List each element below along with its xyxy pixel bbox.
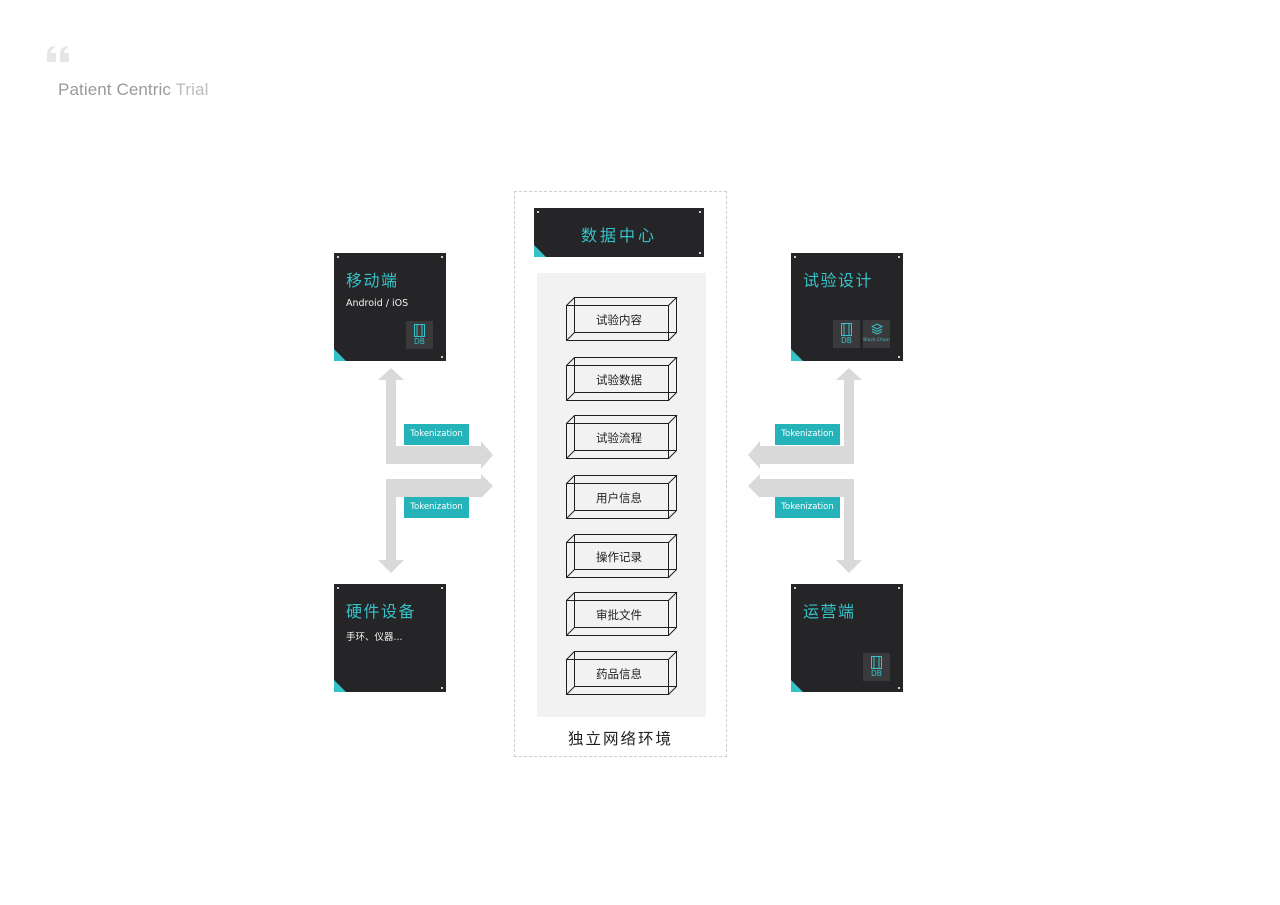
blockchain-chip: Block Chain xyxy=(863,320,890,348)
database-icon xyxy=(871,656,882,669)
corner-fold-icon xyxy=(334,680,346,692)
card-subtitle: 手环、仪器... xyxy=(346,632,403,643)
chip-label: DB xyxy=(414,337,425,346)
db-chip: DB xyxy=(833,320,860,348)
card-trial-design: 试验设计 DB Block Chain xyxy=(791,253,903,361)
tokenization-badge: Tokenization xyxy=(775,424,840,445)
network-environment-frame xyxy=(514,191,727,757)
arrow-icon xyxy=(378,474,493,573)
tokenization-badge: Tokenization xyxy=(404,424,469,445)
arrow-icon xyxy=(748,474,862,573)
data-center-title: 数据中心 xyxy=(580,226,657,245)
tokenization-badge: Tokenization xyxy=(404,497,469,518)
data-item-label: 试验内容 xyxy=(596,313,642,327)
db-chip: DB xyxy=(406,321,433,349)
data-item-label: 药品信息 xyxy=(596,667,642,681)
chip-label: DB xyxy=(841,336,852,345)
arrow-icon xyxy=(748,368,862,469)
data-item-box: 试验流程 xyxy=(565,414,679,462)
card-title: 试验设计 xyxy=(803,271,874,290)
data-item-label: 试验数据 xyxy=(596,373,642,387)
quote-icon xyxy=(47,46,69,62)
card-title: 移动端 xyxy=(346,271,399,290)
data-item-label: 用户信息 xyxy=(596,491,642,505)
card-subtitle: Android / iOS xyxy=(346,298,409,309)
page-title: Patient Centric Trial xyxy=(58,80,209,99)
data-item-label: 操作记录 xyxy=(596,550,642,564)
blockchain-layers-icon xyxy=(871,323,883,335)
database-icon xyxy=(841,323,852,336)
corner-fold-icon xyxy=(334,349,346,361)
data-item-box: 审批文件 xyxy=(565,591,679,639)
data-item-box: 药品信息 xyxy=(565,650,679,698)
data-item-label: 审批文件 xyxy=(596,608,642,622)
data-item-box: 试验数据 xyxy=(565,356,679,404)
card-mobile: 移动端 Android / iOS DB xyxy=(334,253,446,361)
data-item-box: 操作记录 xyxy=(565,533,679,581)
corner-fold-icon xyxy=(791,349,803,361)
data-item-label: 试验流程 xyxy=(596,431,642,445)
card-hardware: 硬件设备 手环、仪器... xyxy=(334,584,446,692)
data-item-box: 试验内容 xyxy=(565,296,679,344)
data-item-box: 用户信息 xyxy=(565,474,679,522)
data-center-card: 数据中心 xyxy=(534,208,704,257)
card-title: 硬件设备 xyxy=(346,602,417,621)
corner-fold-icon xyxy=(791,680,803,692)
tokenization-badge: Tokenization xyxy=(775,497,840,518)
data-center-panel xyxy=(537,273,706,717)
database-icon xyxy=(414,324,425,337)
card-title: 运营端 xyxy=(803,602,856,621)
chip-label: Block Chain xyxy=(863,338,890,343)
card-operations: 运营端 DB xyxy=(791,584,903,692)
environment-label: 独立网络环境 xyxy=(567,730,673,748)
chip-label: DB xyxy=(871,669,882,678)
db-chip: DB xyxy=(863,653,890,681)
arrow-icon xyxy=(378,368,493,469)
corner-fold-icon xyxy=(534,245,546,257)
